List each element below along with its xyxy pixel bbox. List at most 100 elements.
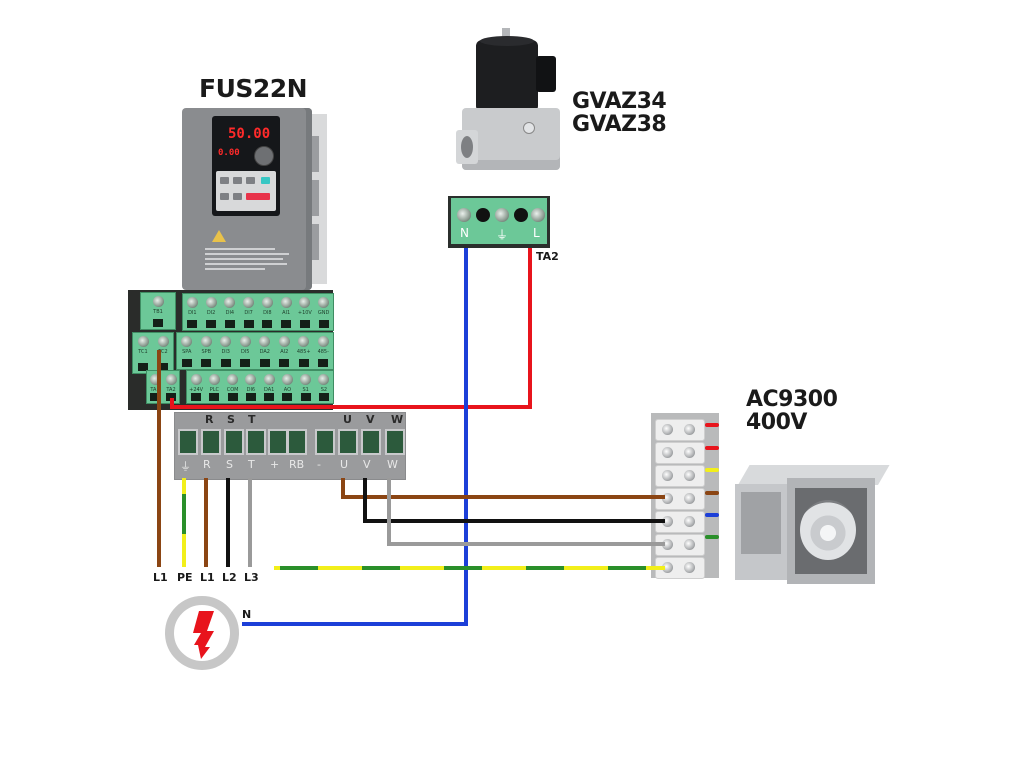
vfd-display-sub: 0.00 (218, 148, 240, 158)
terminal-label-di7: DI7 (244, 310, 253, 316)
power-terminal-slot (385, 429, 405, 455)
vfd-knob (254, 146, 274, 166)
terminal-label-plc: PLC (209, 387, 220, 393)
power-terminal-slot (246, 429, 266, 455)
terminal-label-ta2: TA2 (166, 387, 176, 393)
terminal-hole (243, 320, 254, 328)
terminal-screw (280, 297, 292, 308)
terminal-screw (263, 374, 275, 385)
terminal-screw (259, 336, 271, 347)
terminal-screw (684, 539, 695, 550)
vfd-warning-label (205, 248, 295, 273)
valve-plug (523, 122, 535, 134)
terminal-screw (684, 447, 695, 458)
supply-label-l3: L3 (244, 571, 259, 584)
terminal-hole (318, 320, 329, 328)
valve-connector (536, 56, 556, 92)
wire-v-to-fan (363, 478, 665, 523)
terminal-screw (298, 336, 310, 347)
fan-terminal (655, 465, 705, 487)
terminal-hole (240, 359, 251, 367)
terminal-label-ao: AO (283, 387, 292, 393)
terminal-screw (149, 374, 161, 385)
terminal-label-24v: +24V (189, 387, 204, 393)
power-terminal-top-v: V (366, 413, 375, 426)
supply-label-pe: PE (177, 571, 193, 584)
terminal-hole (281, 320, 292, 328)
terminal-hole (282, 393, 293, 401)
terminal-label-di5: DI5 (240, 349, 250, 355)
valve-body (462, 108, 560, 170)
valve-terminal-earth: ⏚ (496, 228, 509, 242)
terminal-hole (220, 359, 231, 367)
terminal-screw (261, 297, 273, 308)
terminal-label-tb1: TB1 (153, 309, 163, 315)
terminal-screw (157, 336, 169, 347)
terminal-screw (220, 336, 232, 347)
terminal-screw (190, 374, 202, 385)
supply-label-l1-relay: L1 (153, 571, 168, 584)
terminal-hole (224, 320, 235, 328)
terminal-label-10v: +10V (297, 310, 312, 316)
wire-ta2-to-valve-l (170, 248, 532, 409)
power-terminal-slot (224, 429, 244, 455)
fan-model-title: AC9300 400V (746, 388, 838, 434)
vfd-keys (216, 171, 276, 211)
valve-model-title: GVAZ34 GVAZ38 (572, 90, 667, 136)
power-terminal-slot (338, 429, 358, 455)
power-terminal-slot (315, 429, 335, 455)
fan-internal-wire (705, 468, 719, 472)
power-terminal-label-1: R (203, 458, 211, 471)
power-terminal-label-5: RB (289, 458, 305, 471)
terminal-hole (191, 393, 202, 401)
terminal-screw (684, 470, 695, 481)
terminal-hole (158, 363, 168, 371)
fan-outlet (741, 492, 781, 554)
power-terminal-slot (178, 429, 198, 455)
terminal-label-ai2: AI2 (280, 349, 289, 355)
terminal-label-da2: DA2 (259, 349, 270, 355)
terminal-screw (318, 374, 330, 385)
supply-label-l1: L1 (200, 571, 215, 584)
terminal-hole (201, 359, 212, 367)
terminal-screw (684, 424, 695, 435)
terminal-screw (317, 336, 329, 347)
power-terminal-slot (201, 429, 221, 455)
power-terminal-label-4: + (270, 458, 280, 471)
fan-terminal (655, 488, 705, 510)
terminal-hole (259, 359, 270, 367)
terminal-screw (457, 208, 471, 222)
terminal-label-485: 485+ (296, 349, 311, 355)
terminal-label-di6: DI6 (246, 387, 256, 393)
power-terminal-label-8: V (363, 458, 371, 471)
power-terminal-top-s: S (227, 413, 235, 426)
terminal-hole (300, 393, 311, 401)
valve-inlet-bore (461, 136, 473, 158)
fan-terminal (655, 557, 705, 579)
vfd-display-main: 50.00 (228, 126, 271, 142)
power-terminal-top-r: R (205, 413, 214, 426)
fan-wheel (800, 500, 856, 560)
wire-neutral-to-valve-n (242, 248, 468, 626)
supply-label-n: N (242, 608, 252, 621)
terminal-screw (662, 562, 673, 573)
terminal-hole (227, 393, 238, 401)
power-terminal-label-6: - (317, 458, 321, 471)
terminal-screw (186, 297, 198, 308)
valve-terminal-l: L (533, 226, 540, 240)
valve-coil-cap (480, 36, 534, 46)
wire-w-to-fan (387, 478, 665, 546)
lightning-bolt-icon (193, 611, 214, 659)
terminal-hole (166, 393, 176, 401)
power-terminal-top-w: W (391, 413, 404, 426)
terminal-label-spb: SPB (201, 349, 212, 355)
terminal-label-di2: DI2 (206, 310, 216, 316)
terminal-hole (476, 208, 490, 222)
terminal-screw (245, 374, 257, 385)
power-terminal-top-t: T (248, 413, 256, 426)
terminal-screw (662, 493, 673, 504)
